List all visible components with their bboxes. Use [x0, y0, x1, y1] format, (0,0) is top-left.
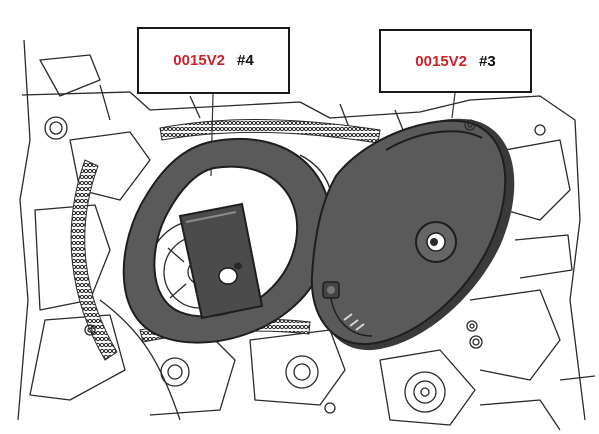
- part-code: 0015V2: [173, 52, 226, 69]
- engine-block-outline: [17, 39, 596, 431]
- callout-label-tool-3: 0015V2 #3: [379, 29, 532, 93]
- callout-label-tool-4: 0015V2 #4: [137, 27, 290, 94]
- holding-tool-4: [122, 137, 334, 344]
- bolts: [84, 119, 478, 336]
- part-code: 0015V2: [415, 52, 468, 70]
- part-number: #3: [479, 52, 496, 70]
- callout-leader-3: [451, 92, 456, 119]
- part-number: #4: [237, 52, 254, 69]
- holding-tool-3: [310, 118, 515, 351]
